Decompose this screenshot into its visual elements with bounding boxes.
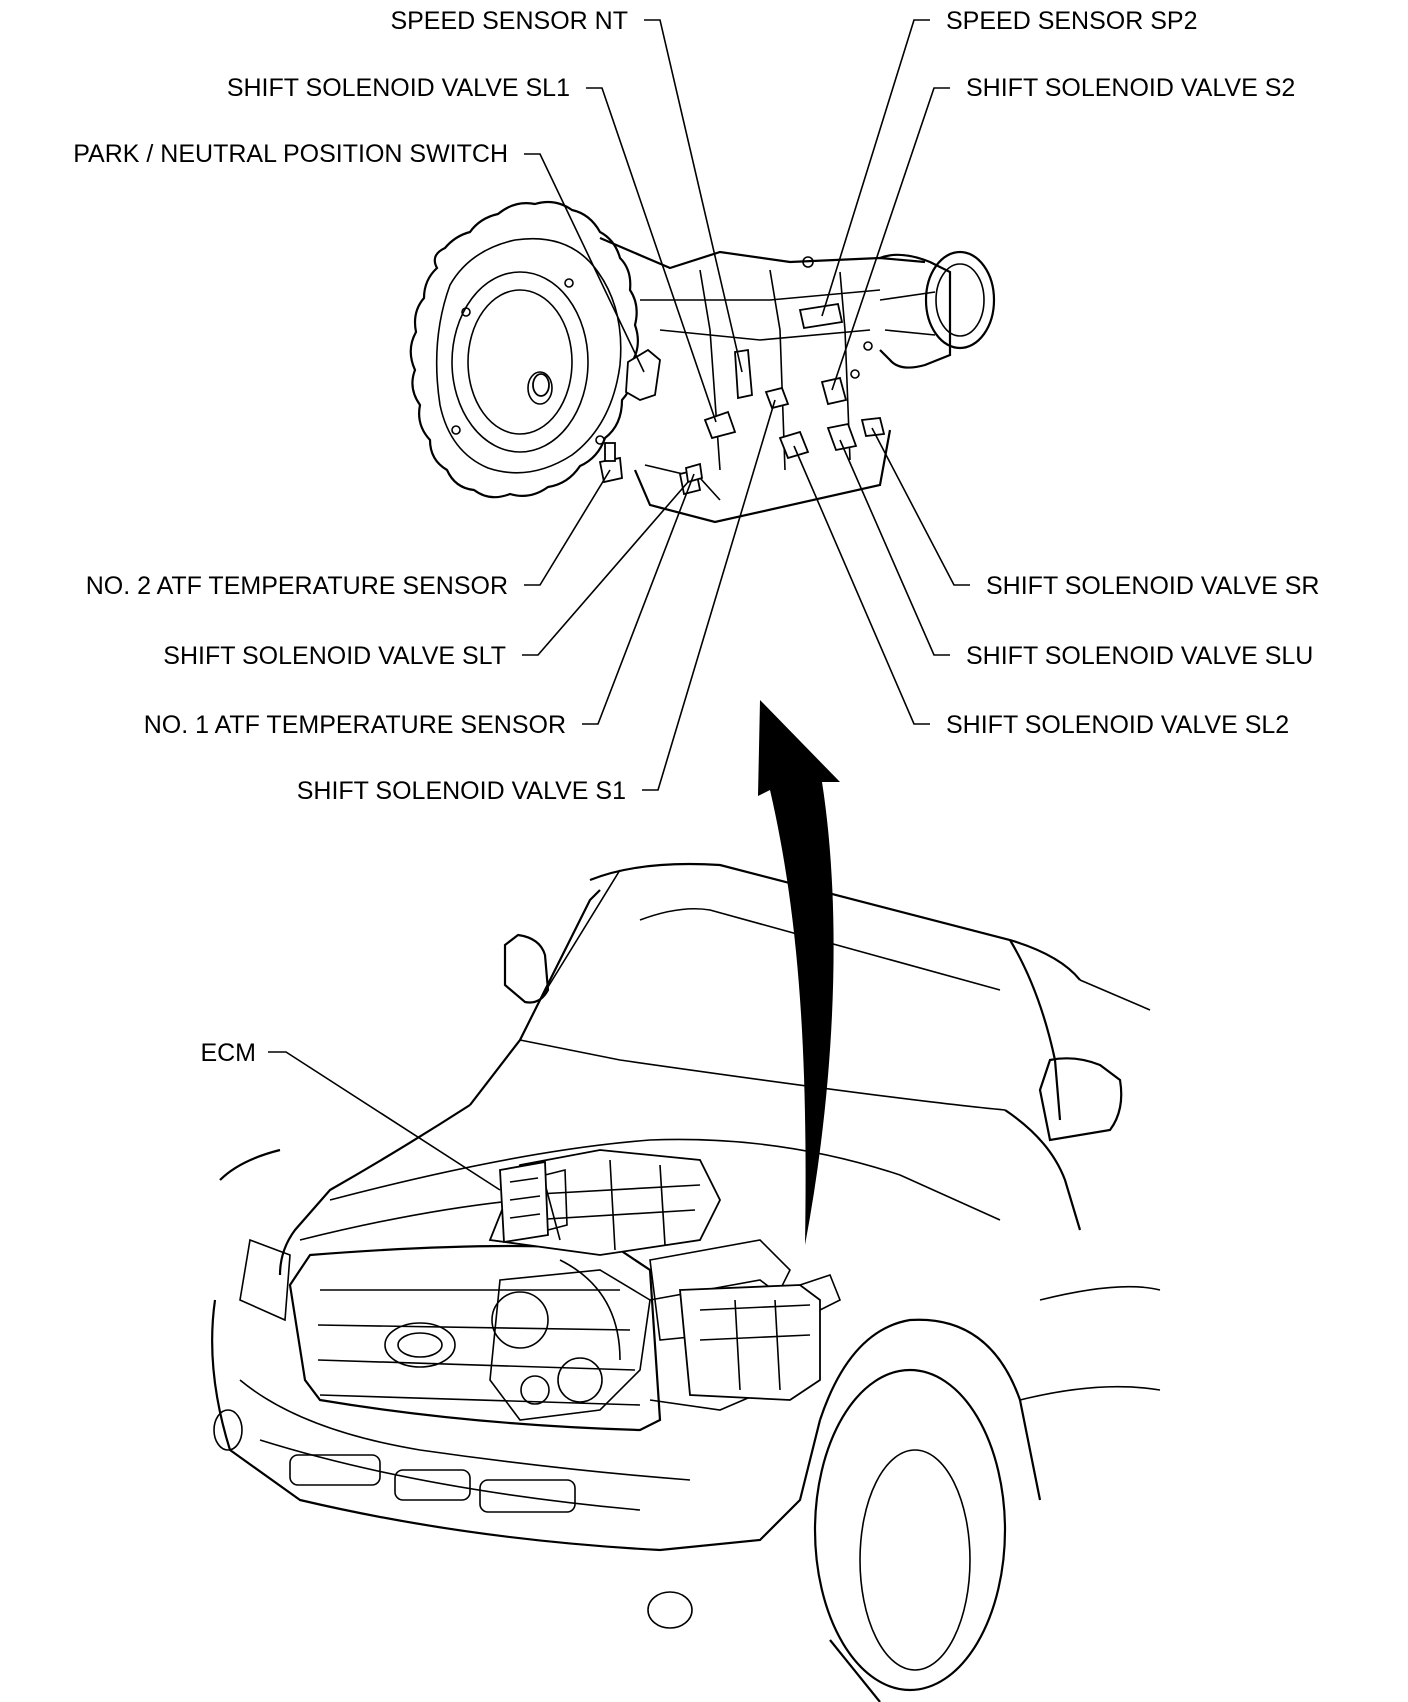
label-shift-solenoid-s1: SHIFT SOLENOID VALVE S1 <box>297 777 626 805</box>
label-shift-solenoid-sl1: SHIFT SOLENOID VALVE SL1 <box>227 74 570 102</box>
ecm-part <box>499 1160 549 1244</box>
transmission-illustration <box>409 200 996 524</box>
label-shift-solenoid-s2: SHIFT SOLENOID VALVE S2 <box>966 74 1295 102</box>
vehicle-illustration <box>211 862 1161 1702</box>
s2-part <box>820 376 848 406</box>
label-speed-sensor-sp2: SPEED SENSOR SP2 <box>946 7 1197 35</box>
speed-sensor-sp2-part <box>798 302 844 330</box>
emblem-icon <box>384 1322 456 1368</box>
label-park-neutral-switch: PARK / NEUTRAL POSITION SWITCH <box>73 140 508 168</box>
slu-part <box>826 422 858 452</box>
curved-arrow-icon <box>758 700 840 1245</box>
label-shift-solenoid-slu: SHIFT SOLENOID VALVE SLU <box>966 642 1313 670</box>
label-ecm: ECM <box>200 1039 256 1067</box>
speed-sensor-nt-part <box>734 348 753 400</box>
s1-part <box>764 386 790 410</box>
leader-lines <box>268 19 970 1191</box>
callout-labels: SPEED SENSOR NT SHIFT SOLENOID VALVE SL1… <box>73 7 1319 1067</box>
label-shift-solenoid-sr: SHIFT SOLENOID VALVE SR <box>986 572 1319 600</box>
no1-atf-sensor-part <box>684 462 704 484</box>
sl1-part <box>703 410 737 440</box>
sr-part <box>860 417 886 437</box>
park-neutral-switch-part <box>625 348 661 401</box>
label-shift-solenoid-slt: SHIFT SOLENOID VALVE SLT <box>163 642 506 670</box>
label-no2-atf-temp-sensor: NO. 2 ATF TEMPERATURE SENSOR <box>86 572 508 600</box>
label-shift-solenoid-sl2: SHIFT SOLENOID VALVE SL2 <box>946 711 1289 739</box>
label-no1-atf-temp-sensor: NO. 1 ATF TEMPERATURE SENSOR <box>144 711 566 739</box>
label-speed-sensor-nt: SPEED SENSOR NT <box>390 7 628 35</box>
sl2-part <box>778 430 810 460</box>
